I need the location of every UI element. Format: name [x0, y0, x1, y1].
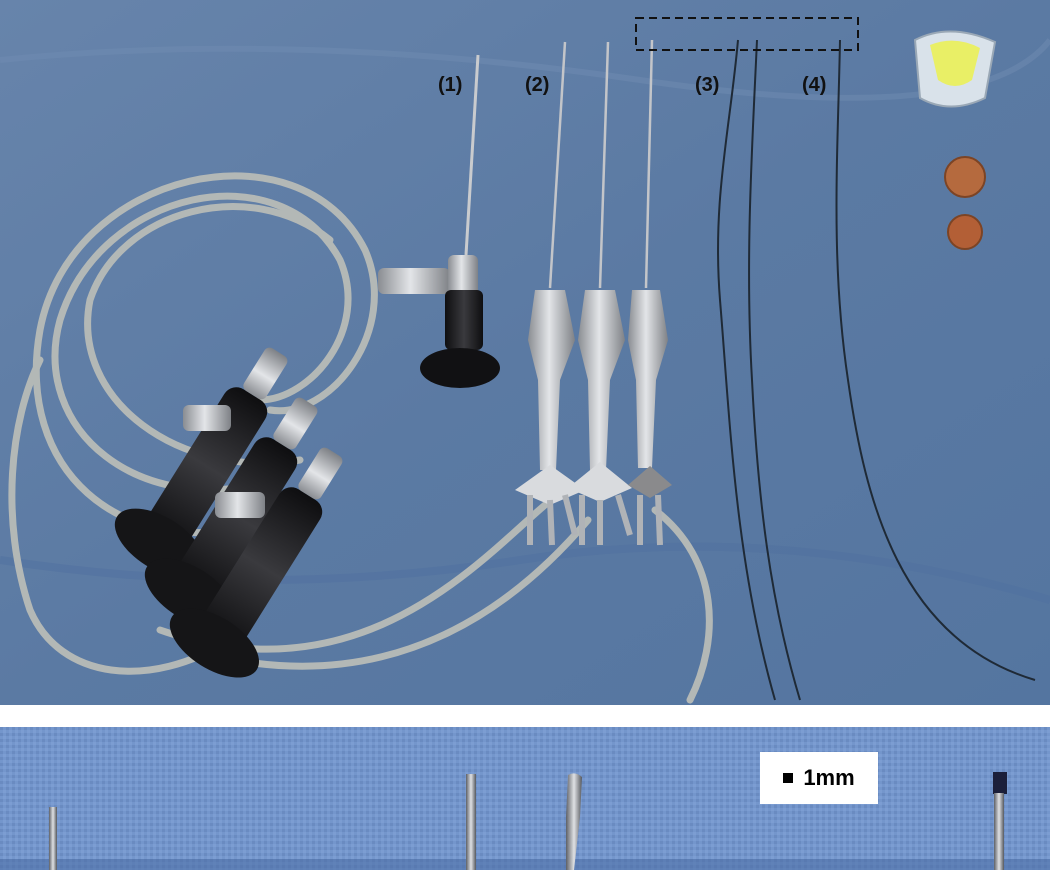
instrument-photo: (1) (2) (3) (4): [0, 0, 1050, 705]
tip-2: [466, 774, 476, 870]
label-4: (4): [802, 74, 827, 96]
tips-closeup-photo: [0, 727, 1050, 870]
label-3: (3): [695, 74, 720, 96]
label-1: (1): [438, 74, 463, 96]
scale-bar-label: 1mm: [803, 765, 855, 790]
tip-4: [994, 793, 1004, 870]
instrument-photo-scene: [0, 0, 1050, 705]
coins: [944, 156, 986, 250]
rigid-endoscope: [378, 54, 500, 388]
highlight-box: [635, 17, 859, 51]
camera-couplers: [114, 347, 343, 678]
label-2: (2): [525, 74, 550, 96]
flexible-fibers: [716, 39, 1036, 701]
tip-4-head: [993, 772, 1007, 794]
tips-closeup-scene: [0, 727, 1050, 870]
tip-3: [566, 773, 582, 870]
semi-rigid-scopes: [515, 39, 672, 546]
scale-square-icon: [783, 773, 794, 783]
scale-bar: 1mm: [760, 752, 878, 804]
yellow-earplug-case: [913, 30, 997, 108]
tip-1: [49, 807, 57, 870]
